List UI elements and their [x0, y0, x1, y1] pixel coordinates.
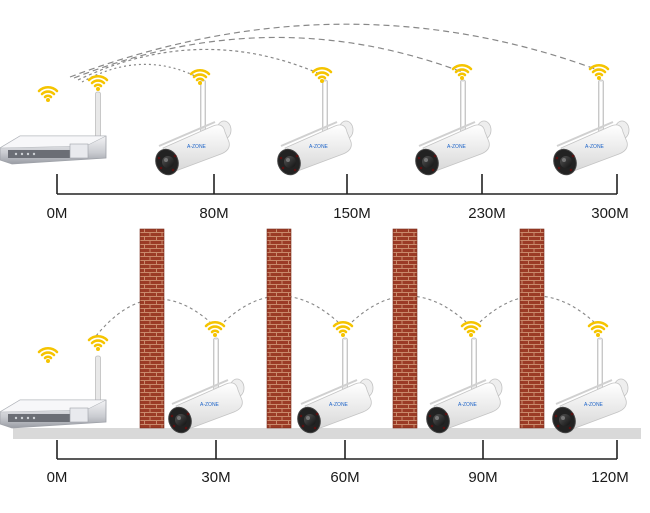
top-section: 0M 80M 150M 230M 300M: [0, 23, 630, 222]
brick-wall: [519, 228, 545, 429]
brick-wall: [266, 228, 292, 429]
signal-arcs-top: [69, 23, 599, 83]
distance-label: 300M: [591, 205, 629, 222]
distance-label: 60M: [330, 469, 359, 486]
wifi-icon: [37, 85, 59, 104]
wifi-icon: [37, 346, 59, 365]
camera-150m: [272, 79, 354, 180]
camera-30m: [163, 337, 245, 438]
wifi-icon: [332, 320, 354, 339]
distance-label: 30M: [201, 469, 230, 486]
wifi-icon: [460, 320, 482, 339]
camera-230m: [410, 79, 492, 180]
brick-wall: [139, 228, 165, 429]
brick-wall: [392, 228, 418, 429]
distance-axis-bottom: [56, 440, 618, 460]
distance-label: 150M: [333, 205, 371, 222]
wifi-icon: [87, 74, 109, 93]
distance-label: 80M: [199, 205, 228, 222]
distance-label: 90M: [468, 469, 497, 486]
wifi-icon: [451, 63, 473, 82]
wifi-icon: [189, 68, 211, 87]
distance-label: 230M: [468, 205, 506, 222]
distance-label: 0M: [47, 469, 68, 486]
signal-arc-300m: [69, 23, 599, 78]
wifi-icon: [587, 320, 609, 339]
camera-300m: [548, 79, 630, 180]
camera-60m: [292, 337, 374, 438]
camera-90m: [421, 337, 503, 438]
signal-arc-230m: [73, 36, 463, 79]
distance-axis-top: [56, 174, 618, 195]
signal-arc-150m: [77, 48, 321, 81]
wifi-icon: [204, 320, 226, 339]
bottom-section: 0M 30M 60M 90M 120M: [0, 228, 641, 486]
nvr-recorder: [0, 91, 107, 165]
wifi-icon: [87, 334, 109, 353]
camera-120m: [547, 337, 629, 438]
camera-80m: [150, 79, 232, 180]
wifi-icon: [311, 66, 333, 85]
signal-arc-80m: [81, 63, 196, 83]
nvr-recorder: [0, 355, 107, 429]
floor-bar: [13, 428, 641, 439]
distance-label: 120M: [591, 469, 629, 486]
wifi-icon: [588, 63, 610, 82]
distance-label: 0M: [47, 205, 68, 222]
